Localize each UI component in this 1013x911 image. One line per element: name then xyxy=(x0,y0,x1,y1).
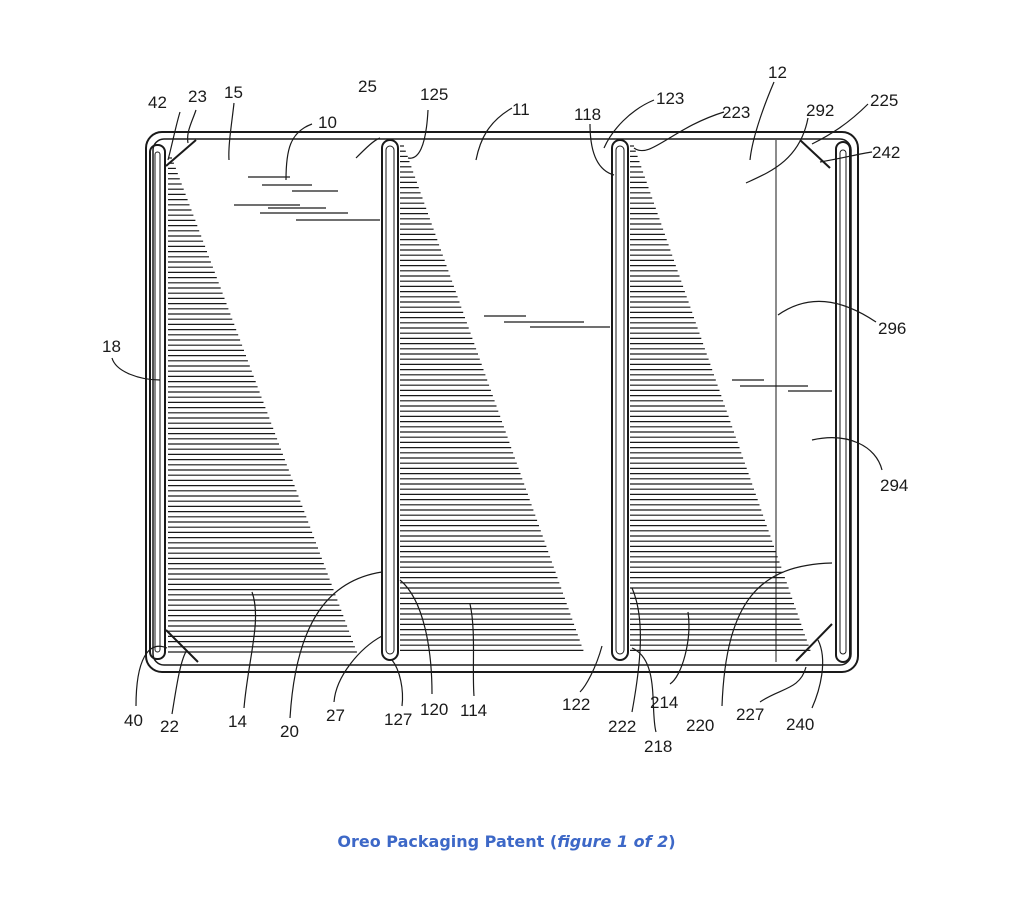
leader-line xyxy=(579,645,603,693)
leader-line xyxy=(475,107,513,161)
leader-line xyxy=(333,635,383,703)
caption-text: Oreo Packaging Patent ( xyxy=(337,832,558,851)
leader-line xyxy=(631,647,657,733)
ref-numeral-127: 127 xyxy=(384,710,412,729)
ref-numeral-118: 118 xyxy=(574,105,601,124)
caption-close: ) xyxy=(668,832,676,851)
leader-line xyxy=(469,603,475,697)
ref-numeral-114: 114 xyxy=(460,701,487,720)
leader-line xyxy=(721,562,833,707)
leader-line xyxy=(745,117,809,184)
ref-numeral-218: 218 xyxy=(644,737,672,756)
leader-line xyxy=(111,357,161,381)
leader-line xyxy=(391,659,404,707)
ref-numeral-122: 122 xyxy=(562,695,590,714)
compartment-shading xyxy=(168,145,811,653)
leader-line xyxy=(777,300,877,323)
ref-numeral-123: 123 xyxy=(656,89,684,108)
ref-numeral-223: 223 xyxy=(722,103,750,122)
ref-numeral-20: 20 xyxy=(280,722,299,741)
leader-line xyxy=(407,109,429,159)
leader-line xyxy=(631,587,641,713)
leader-line xyxy=(171,649,188,715)
ref-numeral-23: 23 xyxy=(188,87,207,106)
ref-numeral-214: 214 xyxy=(650,693,678,712)
ref-numeral-15: 15 xyxy=(224,83,243,102)
ref-numeral-40: 40 xyxy=(124,711,143,730)
leader-line xyxy=(811,437,883,471)
ref-numeral-125: 125 xyxy=(420,85,448,104)
leader-line xyxy=(603,99,655,149)
figure-caption: Oreo Packaging Patent (figure 1 of 2) xyxy=(0,832,1013,851)
reference-numerals: 42 23 15 10 25 125 11 118 123 223 12 292 225 242 18 296… xyxy=(102,63,908,756)
leader-lines xyxy=(111,81,883,733)
leader-line xyxy=(167,111,181,161)
ref-numeral-220: 220 xyxy=(686,716,714,735)
leader-line xyxy=(811,639,824,709)
ref-numeral-42: 42 xyxy=(148,93,167,112)
leader-line xyxy=(399,579,433,695)
caption-italic: figure 1 of 2 xyxy=(557,832,669,851)
leader-line xyxy=(243,591,257,709)
leader-line xyxy=(285,123,313,181)
ref-numeral-227: 227 xyxy=(736,705,764,724)
ref-numeral-25: 25 xyxy=(358,77,377,96)
ref-numeral-11: 11 xyxy=(512,100,530,119)
ref-numeral-120: 120 xyxy=(420,700,448,719)
leader-line xyxy=(633,111,725,152)
ref-numeral-14: 14 xyxy=(228,712,247,731)
leader-line xyxy=(228,102,235,161)
leader-line xyxy=(759,666,807,703)
ref-numeral-292: 292 xyxy=(806,101,834,120)
leader-line xyxy=(749,81,775,161)
ref-numeral-225: 225 xyxy=(870,91,898,110)
ref-numeral-294: 294 xyxy=(880,476,908,495)
leader-line xyxy=(355,137,381,159)
leader-line xyxy=(289,571,383,719)
ref-numeral-242: 242 xyxy=(872,143,900,162)
leader-line xyxy=(187,109,197,144)
ref-numeral-240: 240 xyxy=(786,715,814,734)
leader-line xyxy=(819,151,873,163)
ref-numeral-22: 22 xyxy=(160,717,179,736)
ref-numeral-296: 296 xyxy=(878,319,906,338)
ref-numeral-222: 222 xyxy=(608,717,636,736)
tray-outline xyxy=(145,131,859,673)
leader-line xyxy=(135,645,168,707)
ref-numeral-12: 12 xyxy=(768,63,787,82)
leader-line xyxy=(589,123,615,176)
ref-numeral-27: 27 xyxy=(326,706,345,725)
ref-numeral-18: 18 xyxy=(102,337,121,356)
leader-line xyxy=(669,611,690,685)
leader-line xyxy=(811,103,869,145)
ref-numeral-10: 10 xyxy=(318,113,337,132)
